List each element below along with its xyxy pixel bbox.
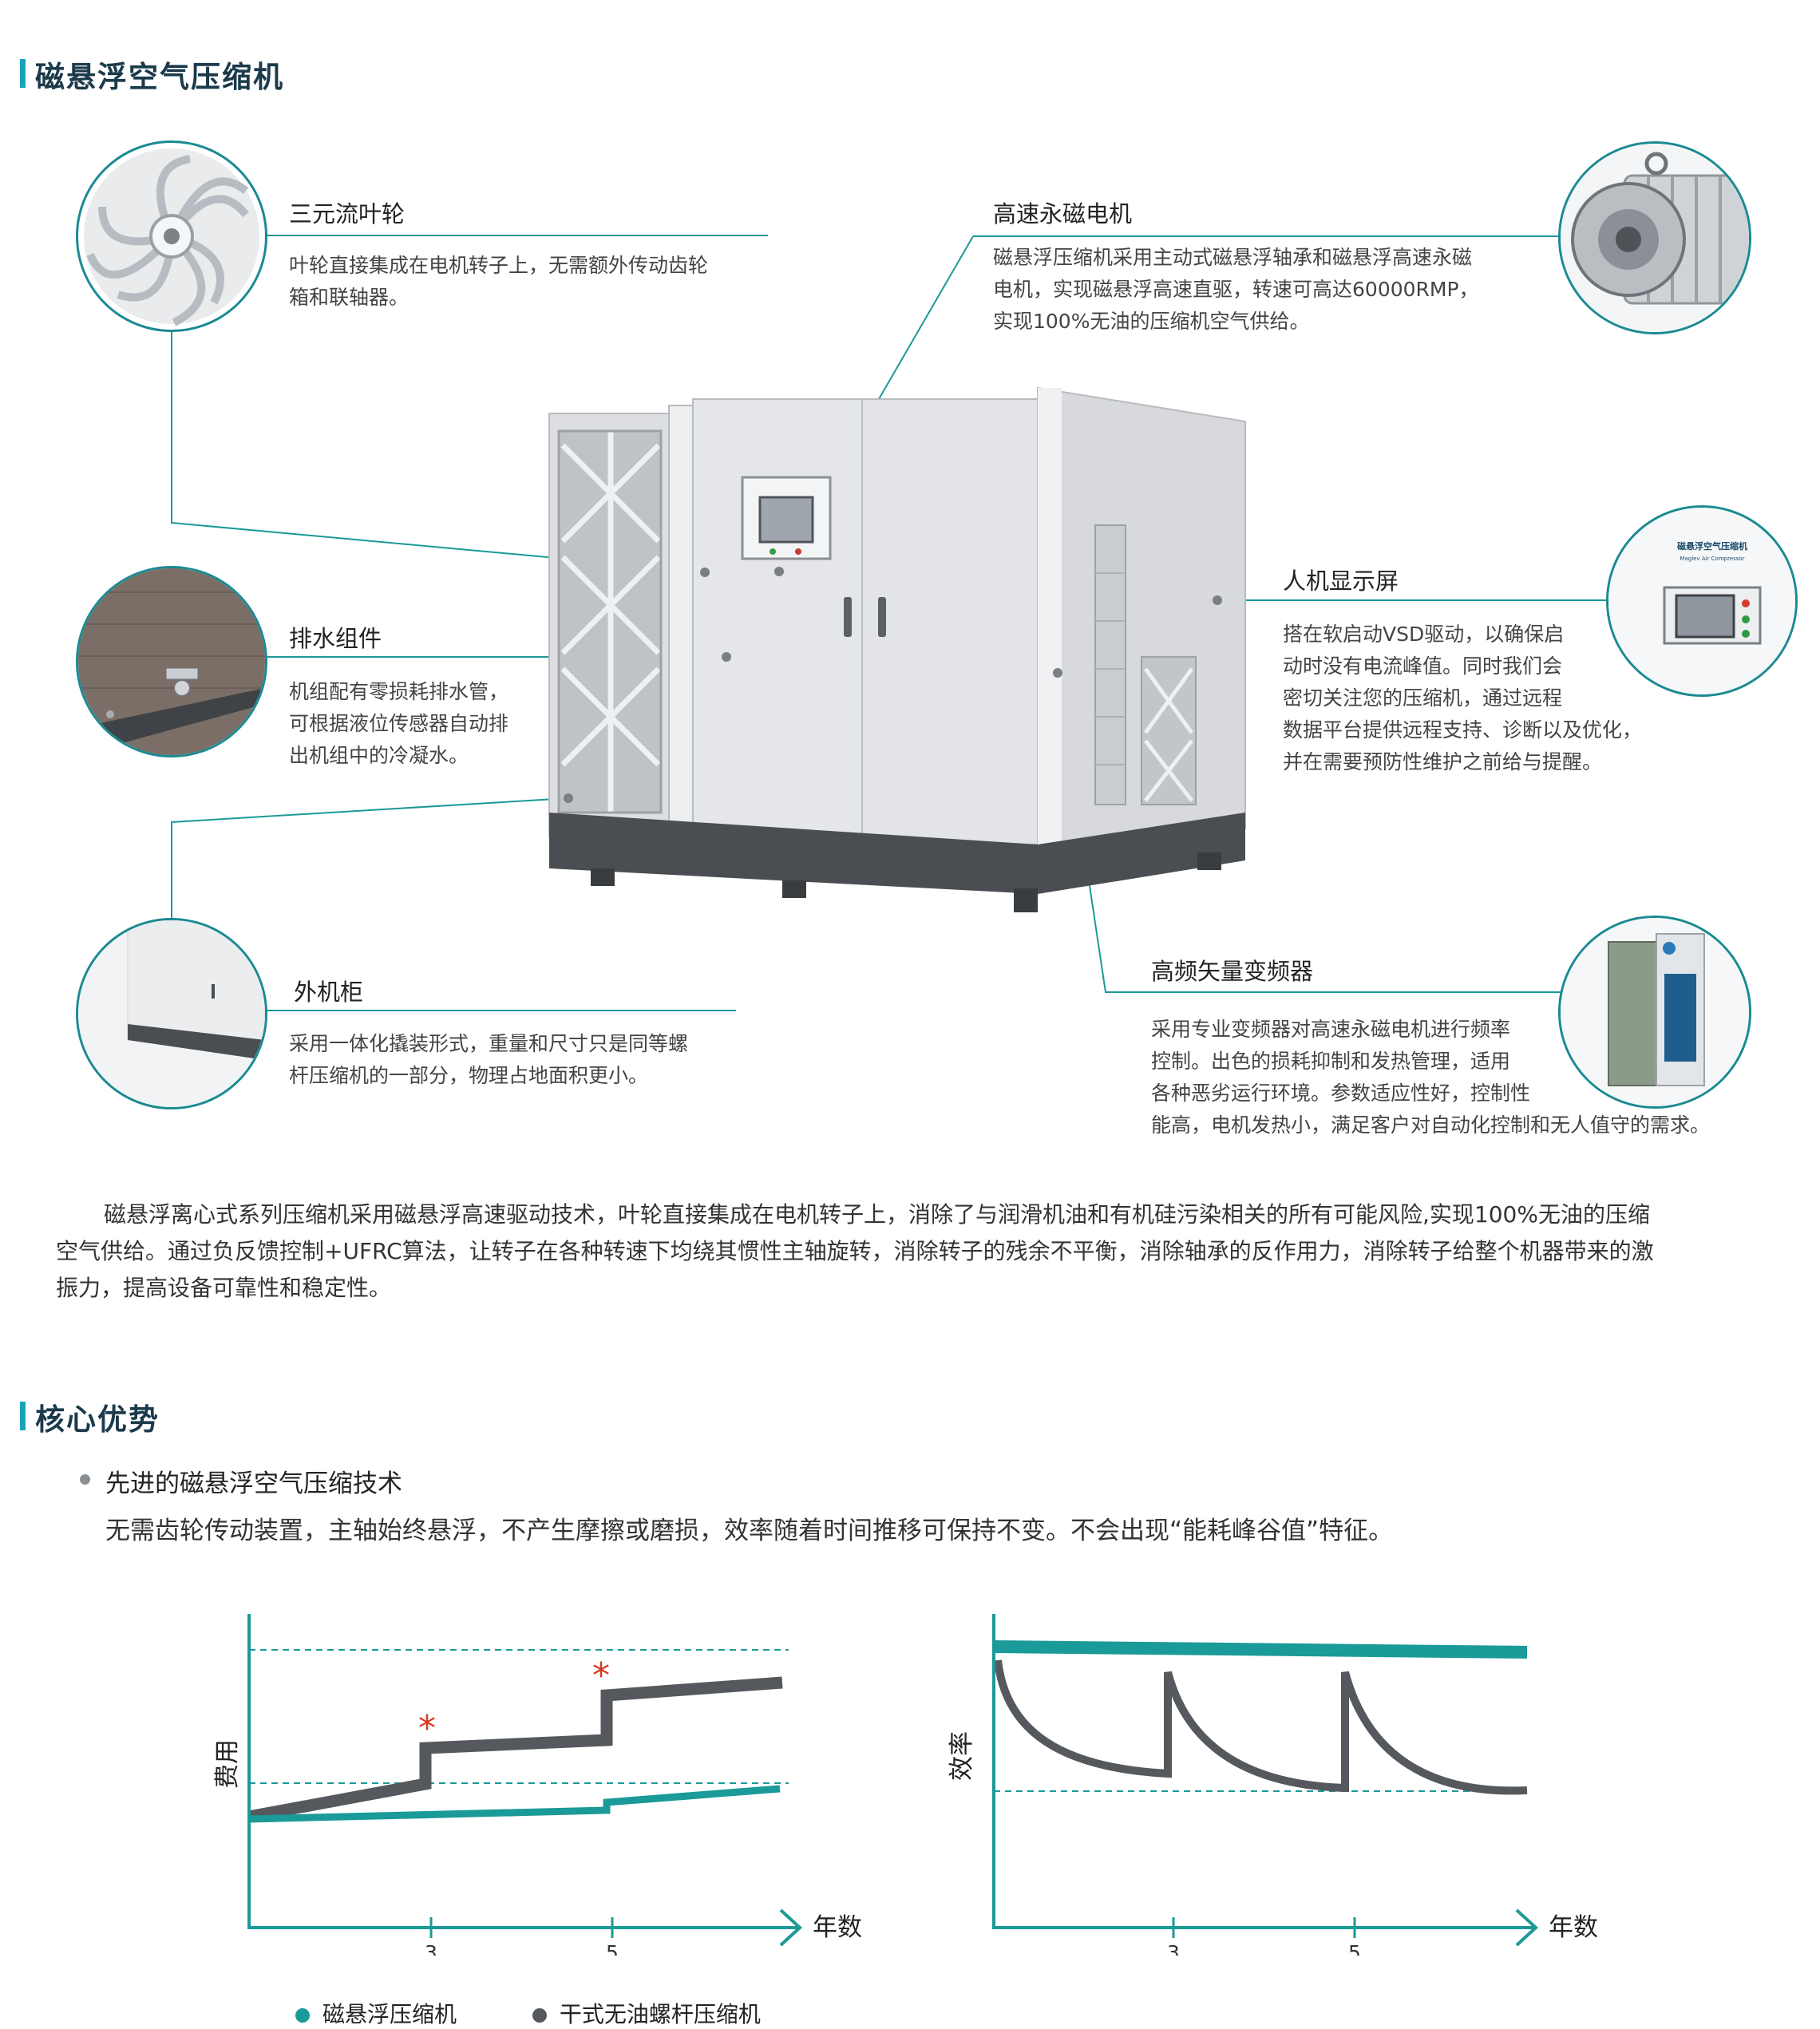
feature-desc-drain: 机组配有零损耗排水管， 可根据液位传感器自动排 出机组中的冷凝水。 <box>289 676 508 772</box>
feature-desc-hmi-line: 搭在软启动VSD驱动，以确保启 <box>1283 623 1565 646</box>
x-axis-label: 年数 <box>1549 1913 1598 1942</box>
feature-desc-drain-line: 出机组中的冷凝水。 <box>289 744 469 767</box>
feature-title-motor: 高速永磁电机 <box>993 200 1133 227</box>
feature-title-impeller: 三元流叶轮 <box>289 200 406 227</box>
y-axis-label: 费用 <box>213 1739 242 1789</box>
feature-desc-hmi: 搭在软启动VSD驱动，以确保启 动时没有电流峰值。同时我们会 密切关注您的压缩机… <box>1283 619 1642 778</box>
feature-desc-inverter-line: 控制。出色的损耗抑制和发热管理，适用 <box>1151 1050 1511 1073</box>
feature-title-hmi: 人机显示屏 <box>1283 568 1399 595</box>
advantage-title: 先进的磁悬浮空气压缩技术 <box>105 1469 402 1498</box>
feature-title-inverter: 高频矢量变频器 <box>1151 958 1314 985</box>
hmi-thumbnail: 磁悬浮空气压缩机 Maglev Air Compressor <box>1606 505 1798 697</box>
feature-desc-inverter-line: 能高，电机发热小，满足客户对自动化控制和无人值守的需求。 <box>1151 1113 1711 1137</box>
hmi-marker-dot <box>1213 595 1222 605</box>
cabinet-thumbnail <box>76 918 267 1109</box>
x-axis-arrow <box>1515 1908 1538 1947</box>
feature-desc-impeller-line: 叶轮直接集成在电机转子上，无需额外传动齿轮 <box>289 254 709 277</box>
feature-desc-impeller: 叶轮直接集成在电机转子上，无需额外传动齿轮 箱和联轴器。 <box>289 250 708 314</box>
efficiency-chart: 3 5 年数 效率 <box>948 1614 1598 1956</box>
price-jump-star: * <box>592 1655 610 1696</box>
hmi-panel-label-en: Maglev Air Compressor <box>1680 556 1744 562</box>
section-accent-bar <box>20 1402 26 1430</box>
intro-line: 空气供给。通过负反馈控制+UFRC算法，让转子在各种转速下均绕其惯性主轴旋转，消… <box>56 1238 1654 1264</box>
legend-swatch <box>532 2008 547 2023</box>
feature-title-drain: 排水组件 <box>289 625 382 652</box>
connector-lines <box>171 235 1606 1011</box>
section-title-product: 磁悬浮空气压缩机 <box>35 59 284 94</box>
x-tick-label: 5 <box>606 1941 619 1956</box>
legend-label: 磁悬浮压缩机 <box>322 2001 457 2027</box>
series-line-maglev <box>993 1640 1528 1659</box>
feature-desc-hmi-line: 数据平台提供远程支持、诊断以及优化， <box>1283 718 1643 742</box>
feature-desc-motor-line: 电机，实现磁悬浮高速直驱，转速可高达60000RMP， <box>993 278 1479 301</box>
feature-desc-hmi-line: 并在需要预防性维护之前给与提醒。 <box>1283 750 1603 773</box>
inverter-thumbnail <box>1558 916 1751 1109</box>
hmi-panel-label-cn: 磁悬浮空气压缩机 <box>1677 540 1747 552</box>
price-jump-star: * <box>418 1708 436 1749</box>
advantage-desc: 无需齿轮传动装置，主轴始终悬浮，不产生摩擦或磨损，效率随着时间推移可保持不变。不… <box>105 1517 1394 1545</box>
x-tick-label: 3 <box>425 1941 437 1956</box>
feature-desc-motor: 磁悬浮压缩机采用主动式磁悬浮轴承和磁悬浮高速永磁 电机，实现磁悬浮高速直驱，转速… <box>993 242 1479 338</box>
feature-desc-impeller-line: 箱和联轴器。 <box>289 286 410 309</box>
x-tick-label: 5 <box>1348 1941 1361 1956</box>
feature-desc-cabinet: 采用一体化撬装形式，重量和尺寸只是同等螺 杆压缩机的一部分，物理占地面积更小。 <box>289 1028 688 1092</box>
series-line-dry-screw <box>994 1659 1528 1795</box>
cabinet-marker-dot <box>564 793 573 803</box>
feature-desc-drain-line: 可根据液位传感器自动排 <box>289 712 509 735</box>
feature-desc-motor-line: 实现100%无油的压缩机空气供给。 <box>993 310 1310 333</box>
inverter-marker-dot <box>1053 668 1062 678</box>
x-axis-label: 年数 <box>813 1913 862 1942</box>
drain-thumbnail <box>76 566 267 757</box>
chart-legend: 磁悬浮压缩机 干式无油螺杆压缩机 <box>295 1997 761 2029</box>
feature-desc-cabinet-line: 杆压缩机的一部分，物理占地面积更小。 <box>289 1064 649 1087</box>
legend-swatch <box>295 2008 310 2023</box>
feature-desc-drain-line: 机组配有零损耗排水管， <box>289 680 509 703</box>
impeller-marker-dot <box>700 568 710 577</box>
series-line-dry-screw <box>247 1676 783 1823</box>
legend-item-dry-screw: 干式无油螺杆压缩机 <box>532 2001 761 2027</box>
feature-desc-hmi-line: 动时没有电流峰值。同时我们会 <box>1283 655 1563 678</box>
intro-paragraph: 磁悬浮离心式系列压缩机采用磁悬浮高速驱动技术，叶轮直接集成在电机转子上，消除了与… <box>56 1196 1780 1307</box>
feature-title-cabinet: 外机柜 <box>294 979 364 1006</box>
series-line-maglev <box>248 1785 781 1823</box>
feature-desc-motor-line: 磁悬浮压缩机采用主动式磁悬浮轴承和磁悬浮高速永磁 <box>993 246 1473 269</box>
motor-thumbnail <box>1558 141 1751 334</box>
feature-desc-hmi-line: 密切关注您的压缩机，通过远程 <box>1283 686 1563 710</box>
feature-desc-cabinet-line: 采用一体化撬装形式，重量和尺寸只是同等螺 <box>289 1032 689 1055</box>
intro-line: 振力，提高设备可靠性和稳定性。 <box>56 1275 392 1301</box>
bullet-dot <box>80 1474 90 1485</box>
impeller-thumbnail <box>76 140 267 332</box>
feature-desc-inverter-line: 采用专业变频器对高速永磁电机进行频率 <box>1151 1018 1511 1041</box>
section-accent-bar <box>20 59 26 88</box>
section-title-advantages: 核心优势 <box>35 1402 160 1437</box>
drain-marker-dot <box>722 652 731 662</box>
compressor-illustration <box>548 386 1246 912</box>
legend-item-maglev: 磁悬浮压缩机 <box>295 2001 464 2027</box>
intro-line: 磁悬浮离心式系列压缩机采用磁悬浮高速驱动技术，叶轮直接集成在电机转子上，消除了与… <box>104 1201 1650 1228</box>
legend-label: 干式无油螺杆压缩机 <box>559 2001 761 2027</box>
motor-marker-dot <box>774 567 784 576</box>
feature-desc-inverter: 采用专业变频器对高速永磁电机进行频率 控制。出色的损耗抑制和发热管理，适用 各种… <box>1151 1014 1710 1141</box>
x-tick-label: 3 <box>1167 1941 1180 1956</box>
feature-desc-inverter-line: 各种恶劣运行环境。参数适应性好，控制性 <box>1151 1082 1531 1105</box>
x-axis-arrow <box>779 1908 802 1947</box>
cost-chart: * * 3 5 年数 费用 <box>213 1614 862 1956</box>
y-axis-label: 效率 <box>948 1731 976 1781</box>
